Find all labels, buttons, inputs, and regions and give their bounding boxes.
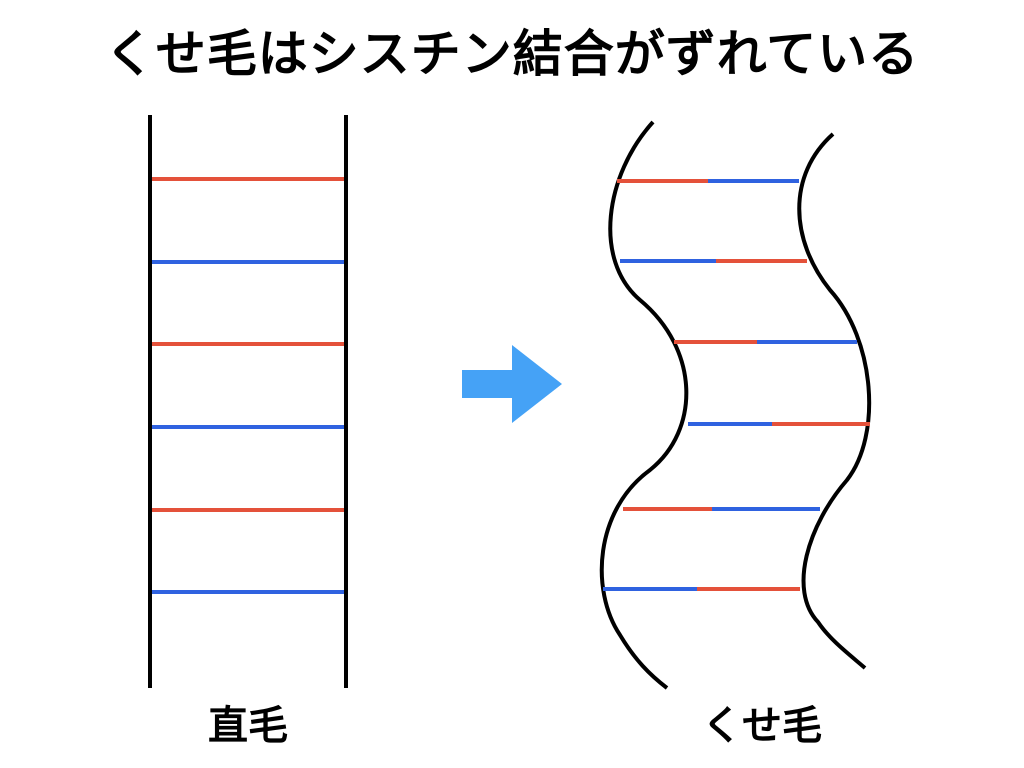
curly-hair-label: くせ毛 xyxy=(702,703,822,749)
straight-hair-label: 直毛 xyxy=(208,703,288,749)
page-title: くせ毛はシスチン結合がずれている xyxy=(104,25,920,83)
curly-bonds xyxy=(603,179,870,591)
curly-left-strand xyxy=(599,120,689,690)
straight-hair-panel xyxy=(148,115,348,688)
curly-hair-panel xyxy=(599,120,872,690)
right-arrow-icon xyxy=(462,345,562,423)
curly-right-strand xyxy=(797,132,872,670)
straight-bonds xyxy=(152,177,344,594)
